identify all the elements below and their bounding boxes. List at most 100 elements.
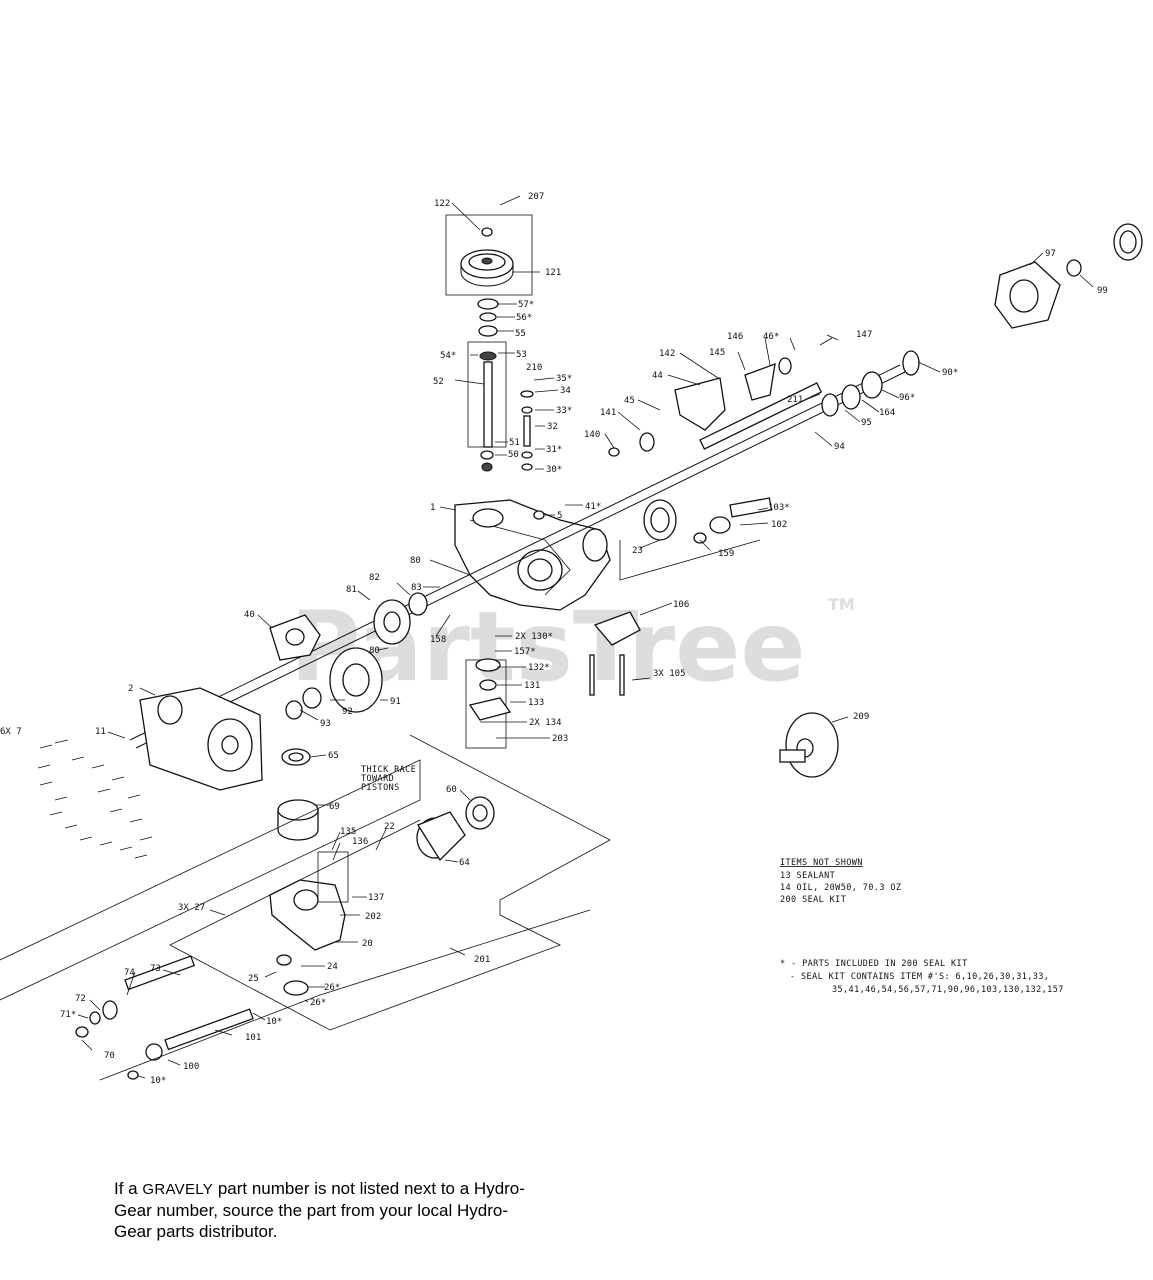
part-label: 147	[856, 330, 872, 340]
part-label: 80	[410, 556, 421, 566]
part-label: 35*	[556, 374, 572, 384]
bracket-106	[589, 611, 641, 696]
part-label: 30*	[546, 465, 562, 475]
part-label: 131	[524, 681, 540, 691]
part-label: 158	[430, 635, 446, 645]
shaft-73	[75, 955, 196, 1038]
part-label: 91	[390, 697, 401, 707]
part-label: 99	[1097, 286, 1108, 296]
axle-shaft	[129, 350, 920, 749]
callout-line: PISTONS	[361, 783, 400, 793]
leader-lines	[77, 195, 1094, 1079]
part-label: 135	[340, 827, 356, 837]
part-label: 70	[104, 1051, 115, 1061]
items-not-shown-line: 13 SEALANT	[780, 871, 835, 881]
part-label: 5	[557, 511, 562, 521]
footer-text-end: part number is not listed next to a Hydr…	[114, 1179, 525, 1241]
part-label: 2X 130*	[515, 632, 553, 642]
part-label: 23	[632, 546, 643, 556]
part-label: 146	[727, 332, 743, 342]
part-label: 94	[834, 442, 845, 452]
part-label: 26*	[324, 983, 340, 993]
part-label: 73	[150, 964, 161, 974]
part-label: 2X 134	[529, 718, 562, 728]
part-label: 1	[430, 503, 435, 513]
items-not-shown-line: 200 SEAL KIT	[780, 895, 846, 905]
part-label: 10*	[266, 1017, 282, 1027]
gear-23-assembly	[619, 497, 773, 581]
part-label: 56*	[516, 313, 532, 323]
part-label: 65	[328, 751, 339, 761]
main-housing	[454, 499, 611, 611]
part-label: 20	[362, 939, 373, 949]
seal-kit-line: - SEAL KIT CONTAINS ITEM #'S: 6,10,26,30…	[790, 972, 1049, 982]
part-label: 25	[248, 974, 259, 984]
part-label: 202	[365, 912, 381, 922]
part-label: 11	[95, 727, 106, 737]
bearing-65	[277, 748, 319, 841]
part-label: 26*	[310, 998, 326, 1008]
part-label: 81	[346, 585, 357, 595]
part-label: 106	[673, 600, 689, 610]
part-label: 93	[320, 719, 331, 729]
part-label: 207	[528, 192, 544, 202]
items-not-shown-title: ITEMS NOT SHOWN	[780, 858, 863, 868]
part-label: 157*	[514, 647, 536, 657]
part-label: 122	[434, 199, 450, 209]
part-label: 74	[124, 968, 135, 978]
part-label: 31*	[546, 445, 562, 455]
seal-kit-note: * - PARTS INCLUDED IN 200 SEAL KIT - SEA…	[780, 959, 1064, 995]
part-label: 137	[368, 893, 384, 903]
seal-kit-line: 35,41,46,54,56,57,71,90,96,103,130,132,1…	[832, 985, 1064, 995]
part-label: 60	[446, 785, 457, 795]
thick-race-callout: THICK RACE TOWARD PISTONS	[361, 765, 416, 793]
items-not-shown-block: ITEMS NOT SHOWN 13 SEALANT 14 OIL, 20W50…	[780, 858, 901, 905]
hub-209	[779, 712, 839, 778]
part-label: 2	[128, 684, 133, 694]
watermark-tm: TM	[828, 595, 855, 614]
seal-kit-line: * - PARTS INCLUDED IN 200 SEAL KIT	[780, 959, 968, 969]
part-label: 97	[1045, 249, 1056, 259]
part-label: 142	[659, 349, 675, 359]
bolts-7	[37, 739, 153, 859]
footer-note: If a GRAVELY part number is not listed n…	[114, 1178, 534, 1242]
part-label: 50	[508, 450, 519, 460]
part-label: 164	[879, 408, 895, 418]
callout-line: TOWARD	[361, 774, 394, 784]
part-label: 3X 105	[653, 669, 686, 679]
side-cover	[139, 687, 263, 791]
part-label: 133	[528, 698, 544, 708]
part-label: 201	[474, 955, 490, 965]
part-label: 22	[384, 822, 395, 832]
part-label: 45	[624, 396, 635, 406]
part-label: 55	[515, 329, 526, 339]
part-label: 34	[560, 386, 571, 396]
part-label: 53	[516, 350, 527, 360]
part-label: 33*	[556, 406, 572, 416]
part-label: 3X 27	[178, 903, 205, 913]
wheel-hub	[994, 223, 1143, 329]
part-label: 46*	[763, 332, 779, 342]
part-label: 92	[342, 707, 353, 717]
part-label: 95	[861, 418, 872, 428]
part-label: 69	[329, 802, 340, 812]
part-label: 100	[183, 1062, 199, 1072]
part-label: 54*	[440, 351, 456, 361]
part-label: 159	[718, 549, 734, 559]
part-label: 102	[771, 520, 787, 530]
footer-text-start: If a	[114, 1179, 143, 1198]
center-section	[269, 851, 349, 996]
part-labels: 122 207 121 57* 56* 55 54* 53 52 210 35*…	[0, 192, 1108, 1086]
part-label: 121	[545, 268, 561, 278]
part-label: 145	[709, 348, 725, 358]
part-label: 136	[352, 837, 368, 847]
part-label: 203	[552, 734, 568, 744]
shaft-52-assembly	[467, 341, 534, 472]
items-not-shown-line: 14 OIL, 20W50, 70.3 OZ	[780, 883, 901, 893]
part-label: 140	[584, 430, 600, 440]
footer-brand: GRAVELY	[142, 1181, 214, 1198]
part-label: 72	[75, 994, 86, 1004]
part-label: 141	[600, 408, 616, 418]
callout-line: THICK RACE	[361, 765, 416, 775]
